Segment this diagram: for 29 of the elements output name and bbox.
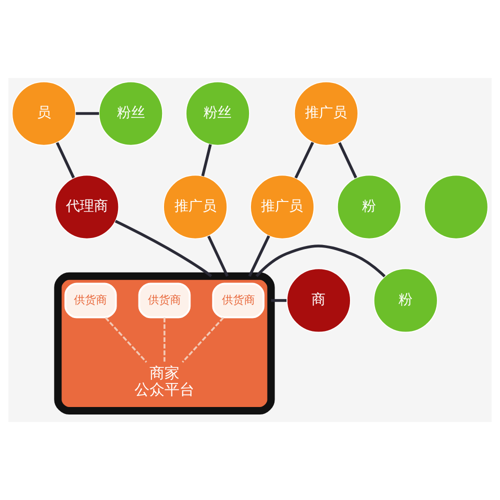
- node-box: 供货商: [212, 282, 264, 318]
- connector: [294, 142, 314, 179]
- connector: [271, 299, 286, 302]
- connector: [255, 244, 386, 278]
- node-box: 供货商: [138, 282, 191, 318]
- node-circle: [424, 174, 488, 240]
- node-circle: 代理商: [54, 174, 120, 240]
- connector: [201, 144, 212, 176]
- node-box: 供货商: [64, 282, 117, 318]
- node-circle: 粉: [373, 268, 438, 333]
- node-circle: 粉丝: [186, 81, 250, 146]
- node-circle: 粉丝: [98, 81, 164, 146]
- node-text: 商家 公众平台: [134, 364, 194, 399]
- connector: [182, 317, 224, 363]
- node-circle: 粉: [336, 174, 402, 240]
- connector: [56, 142, 75, 178]
- node-circle: 员: [12, 81, 76, 146]
- node-circle: 推广员: [163, 174, 228, 240]
- connector: [248, 235, 270, 277]
- node-circle: 推广员: [250, 174, 314, 240]
- connector: [338, 142, 358, 178]
- connector: [207, 236, 229, 277]
- node-circle: 推广员: [294, 81, 358, 146]
- node-circle: 商: [286, 268, 351, 333]
- connector: [76, 112, 100, 115]
- connector: [164, 318, 166, 362]
- connector: [114, 220, 212, 278]
- cluster: [54, 272, 275, 415]
- connector: [104, 317, 148, 363]
